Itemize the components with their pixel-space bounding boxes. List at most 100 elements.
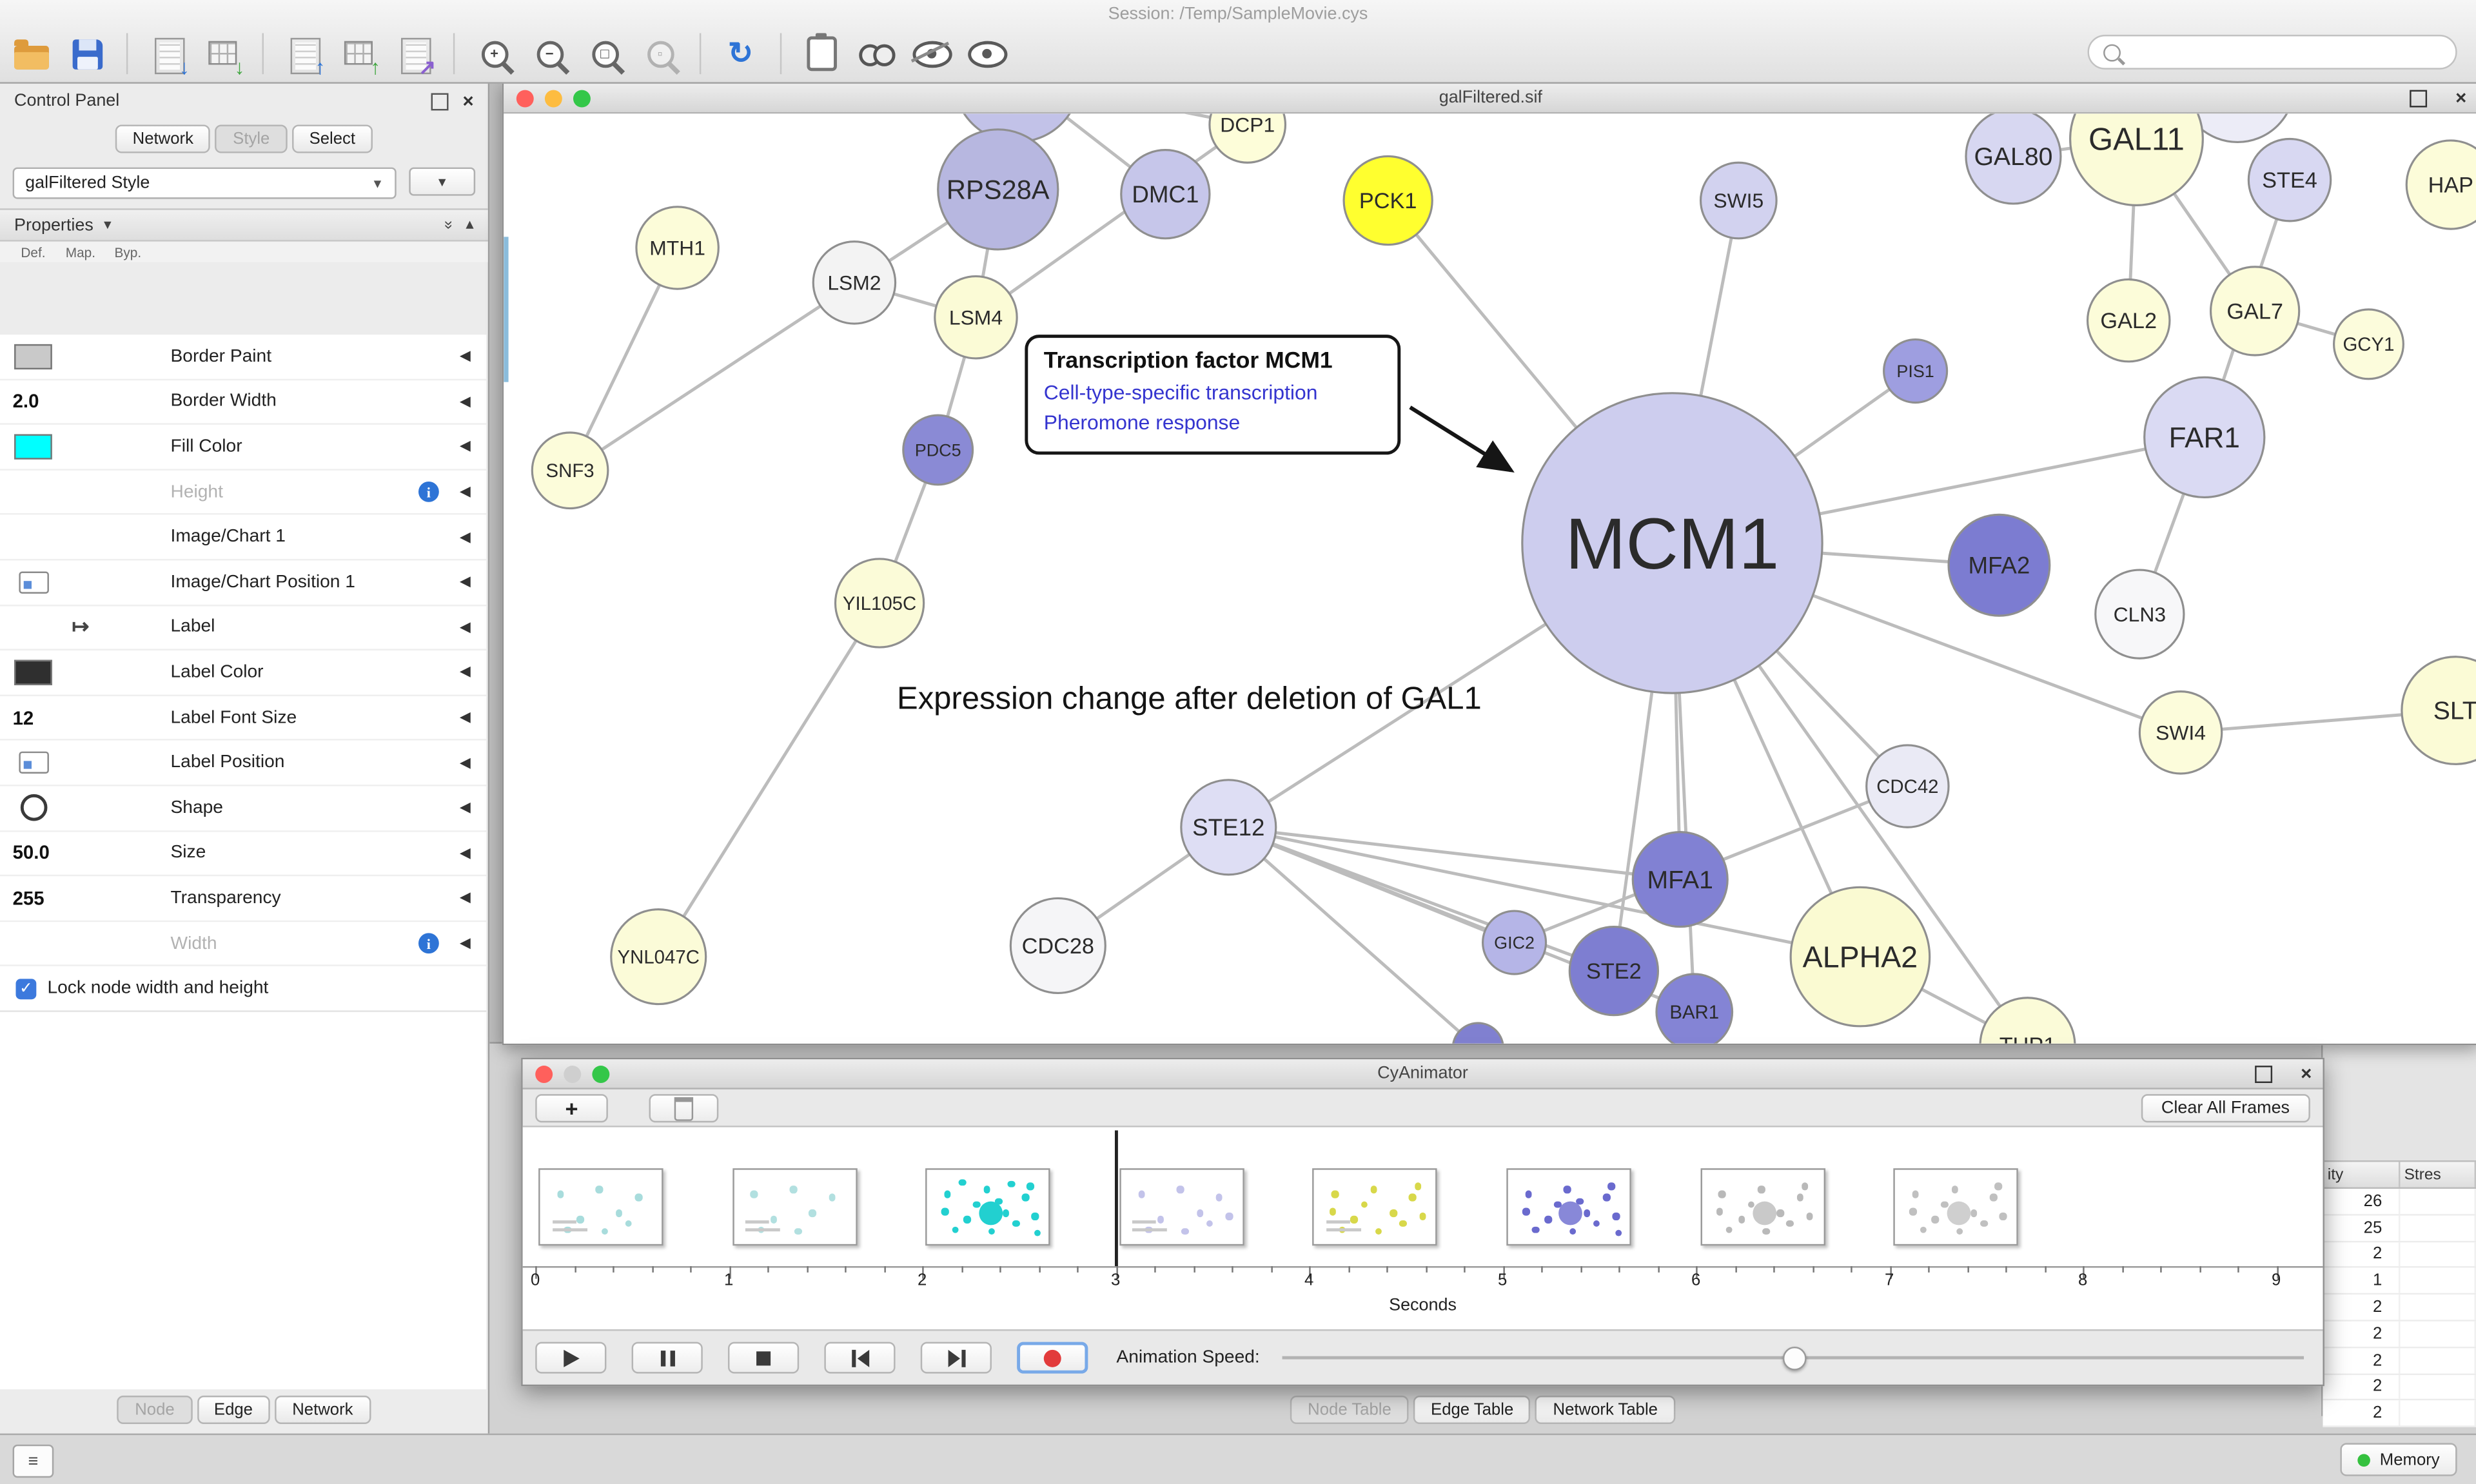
node-gal80[interactable]: GAL80 <box>1965 113 2062 205</box>
panel-tab-edge[interactable]: Edge <box>196 1395 270 1424</box>
node-pck1[interactable]: PCK1 <box>1342 155 1433 246</box>
node-gal7[interactable]: GAL7 <box>2209 266 2301 356</box>
cell-def[interactable] <box>10 344 57 369</box>
frame-thumbnail-7[interactable] <box>1700 1168 1825 1246</box>
expand-row-icon[interactable]: ◀ <box>459 663 471 680</box>
panel-tab-node[interactable]: Node <box>117 1395 192 1424</box>
expand-row-icon[interactable]: ◀ <box>459 528 471 545</box>
expand-row-icon[interactable]: ◀ <box>459 347 471 364</box>
node-lsm4[interactable]: LSM4 <box>934 275 1018 360</box>
cell-def[interactable]: 2.0 <box>10 391 57 413</box>
record-button[interactable] <box>1017 1342 1088 1374</box>
frame-thumbnail-2[interactable] <box>732 1168 857 1246</box>
color-swatch[interactable] <box>14 659 52 685</box>
dock-window-icon[interactable] <box>2255 1064 2273 1082</box>
frame-thumbnail-5[interactable] <box>1313 1168 1438 1246</box>
tab-style[interactable]: Style <box>215 124 288 153</box>
node-far1[interactable]: FAR1 <box>2143 376 2266 499</box>
color-swatch[interactable] <box>14 434 52 460</box>
search-input[interactable] <box>2133 41 2442 63</box>
expand-row-icon[interactable]: ◀ <box>459 708 471 725</box>
node-ste2[interactable]: STE2 <box>1568 925 1660 1017</box>
animation-speed-slider[interactable] <box>1282 1342 2304 1374</box>
node-hap[interactable]: HAP <box>2405 139 2476 230</box>
node-pis1[interactable]: PIS1 <box>1883 338 1949 404</box>
expand-row-icon[interactable]: ◀ <box>459 618 471 635</box>
clear-all-frames-button[interactable]: Clear All Frames <box>2141 1094 2310 1123</box>
timeline-playhead[interactable] <box>1114 1130 1117 1267</box>
pause-button[interactable] <box>631 1342 703 1374</box>
zoom-out-button[interactable]: − <box>527 32 572 76</box>
table-row[interactable]: 26 <box>2323 1189 2476 1216</box>
node-mfa2[interactable]: MFA2 <box>1947 513 2051 617</box>
zoom-window-icon[interactable] <box>573 90 591 108</box>
property-row-image-chart-position-1[interactable]: Image/Chart Position 1◀ <box>0 560 487 606</box>
cyanimator-titlebar[interactable]: CyAnimator × <box>522 1059 2323 1089</box>
expand-row-icon[interactable]: ◀ <box>459 754 471 770</box>
expand-row-icon[interactable]: ◀ <box>459 438 471 454</box>
copy-network-view-button[interactable] <box>799 32 843 76</box>
frame-thumbnail-3[interactable] <box>925 1168 1051 1246</box>
minimize-window-icon[interactable] <box>564 1066 582 1084</box>
property-row-border-paint[interactable]: Border Paint◀ <box>0 335 487 380</box>
collapse-all-icon[interactable]: » <box>440 220 458 229</box>
node-mfa1[interactable]: MFA1 <box>1631 831 1729 928</box>
node-bp[interactable] <box>1452 1022 1504 1044</box>
node-gcy1[interactable]: GCY1 <box>2333 308 2404 380</box>
save-session-button[interactable] <box>64 32 109 76</box>
node-pdc5[interactable]: PDC5 <box>902 414 974 486</box>
property-row-label-position[interactable]: Label Position◀ <box>0 741 487 786</box>
mapping-icon[interactable]: ↦ <box>72 614 90 639</box>
table-row[interactable]: 2 <box>2323 1401 2476 1428</box>
close-panel-icon[interactable]: × <box>462 90 474 112</box>
annotation-link-1[interactable]: Cell-type-specific transcription <box>1043 380 1318 404</box>
cell-def[interactable]: 50.0 <box>10 842 57 864</box>
close-window-icon[interactable] <box>535 1066 553 1084</box>
info-icon[interactable]: i <box>418 482 439 502</box>
edge-ste12-bp[interactable] <box>1227 826 1478 1044</box>
node-tup1[interactable]: TUP1 <box>1979 997 2076 1044</box>
tab-select[interactable]: Select <box>291 124 373 153</box>
add-frame-button[interactable]: + <box>535 1094 608 1123</box>
table-row[interactable]: 2 <box>2323 1321 2476 1348</box>
stop-button[interactable] <box>727 1342 800 1374</box>
frame-thumbnail-8[interactable] <box>1893 1168 2019 1246</box>
cell-def[interactable] <box>10 571 57 594</box>
edge-dcp1-lsm4[interactable] <box>975 123 1249 319</box>
node-ste4[interactable]: STE4 <box>2247 137 2332 222</box>
expand-row-icon[interactable]: ◀ <box>459 573 471 590</box>
position-icon[interactable] <box>18 752 48 774</box>
table-column-header-stres[interactable]: Stres <box>2399 1162 2476 1187</box>
node-swi4[interactable]: SWI4 <box>2138 690 2223 775</box>
export-image-button[interactable]: ↗ <box>391 32 436 77</box>
table-column-header-ity[interactable]: ity <box>2323 1162 2400 1187</box>
node-snf3[interactable]: SNF3 <box>531 431 609 510</box>
panel-menu-button[interactable]: ≡ <box>12 1444 54 1478</box>
property-row-label-color[interactable]: Label Color◀ <box>0 650 487 696</box>
node-dcp1[interactable]: DCP1 <box>1208 113 1287 164</box>
info-icon[interactable]: i <box>418 933 439 954</box>
edge-ste12-alpha2[interactable] <box>1228 825 1861 959</box>
expand-row-icon[interactable]: ◀ <box>459 799 471 815</box>
table-row[interactable]: 25 <box>2323 1215 2476 1242</box>
edge-ste12-mfa1[interactable] <box>1228 825 1680 881</box>
table-row[interactable]: 2 <box>2323 1242 2476 1269</box>
property-row-shape[interactable]: Shape◀ <box>0 786 487 832</box>
node-gal2[interactable]: GAL2 <box>2086 278 2171 363</box>
table-tab-edge-table[interactable]: Edge Table <box>1413 1395 1531 1424</box>
node-ste12[interactable]: STE12 <box>1180 779 1277 876</box>
node-ynl047c[interactable]: YNL047C <box>610 908 707 1006</box>
node-slt2[interactable]: SLT <box>2401 656 2476 765</box>
import-network-button[interactable]: ↓ <box>145 32 190 77</box>
position-icon[interactable] <box>18 571 48 594</box>
cell-def[interactable] <box>10 794 57 822</box>
search-box[interactable] <box>2087 34 2457 70</box>
export-network-button[interactable]: ↑ <box>281 32 325 77</box>
cell-def[interactable] <box>10 659 57 685</box>
expand-row-icon[interactable]: ◀ <box>459 393 471 409</box>
first-neighbors-button[interactable] <box>854 32 899 76</box>
